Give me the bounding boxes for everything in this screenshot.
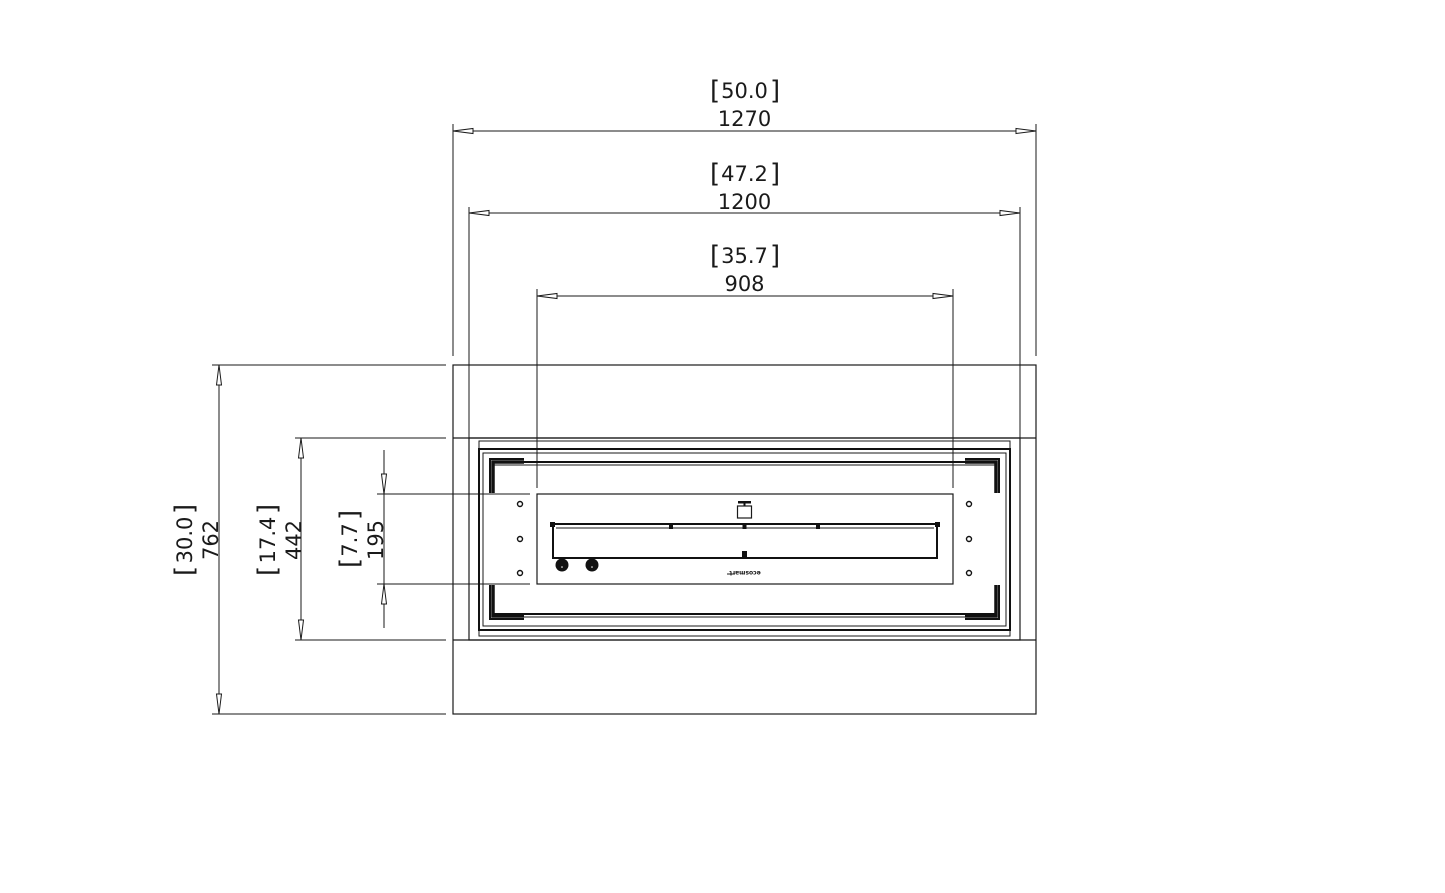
dimension-insert-depth: [ 17.4 ] 442	[253, 437, 446, 641]
arrow-up-icon	[297, 437, 305, 459]
dimension-burner-width: [ 35.7 ] 908	[536, 241, 954, 488]
dim-inches-label: 7.7	[338, 523, 362, 556]
corner-bracket-bottom-right	[965, 585, 1000, 620]
dim-inches-label: 50.0	[721, 79, 768, 103]
bracket-close: ]	[770, 76, 780, 106]
control-knob-icon	[585, 558, 599, 572]
dimension-burner-depth: [ 7.7 ] 195	[335, 450, 530, 628]
dim-mm-label: 762	[199, 520, 223, 560]
arrow-down-icon	[297, 619, 305, 641]
dim-mm-label: 1200	[718, 190, 771, 214]
bracket-close: ]	[170, 504, 200, 514]
bracket-close: ]	[253, 504, 283, 514]
svg-text:ecosmart: ecosmart	[729, 569, 761, 576]
dim-mm-label: 195	[364, 520, 388, 560]
arrow-right-icon	[999, 209, 1021, 217]
bracket-open: [	[335, 558, 365, 568]
dim-inches-label: 47.2	[721, 162, 768, 186]
control-knob-icon	[555, 558, 569, 572]
arrow-up-icon	[380, 583, 388, 605]
bracket-open: [	[710, 241, 720, 271]
dim-mm-label: 1270	[718, 107, 771, 131]
bracket-close: ]	[770, 159, 780, 189]
burner-unit: ecosmart	[536, 493, 954, 585]
dimension-overall-depth: [ 30.0 ] 762	[170, 364, 446, 715]
mounting-hole	[965, 500, 973, 508]
corner-bracket-top-left	[489, 458, 524, 493]
dim-inches-label: 30.0	[173, 517, 197, 564]
mounting-hole	[516, 500, 524, 508]
corner-bracket-bottom-left	[489, 585, 524, 620]
bracket-open: [	[170, 566, 200, 576]
dimension-inner-width: [ 47.2 ] 1200	[468, 159, 1021, 430]
bracket-open: [	[710, 159, 720, 189]
handle-icon	[736, 501, 753, 519]
dim-inches-label: 17.4	[256, 517, 280, 564]
table-outline	[452, 364, 1037, 715]
arrow-right-icon	[932, 292, 954, 300]
bracket-close: ]	[335, 510, 365, 520]
mounting-hole	[516, 569, 524, 577]
arrow-left-icon	[468, 209, 490, 217]
dim-mm-label: 908	[724, 272, 764, 296]
arrow-up-icon	[215, 364, 223, 386]
bracket-open: [	[710, 76, 720, 106]
arrow-right-icon	[1015, 127, 1037, 135]
fireplace-insert	[468, 437, 1021, 641]
mounting-hole	[516, 535, 524, 543]
bracket-open: [	[253, 566, 283, 576]
arrow-down-icon	[380, 473, 388, 495]
dim-inches-label: 35.7	[721, 244, 768, 268]
dim-mm-label: 442	[282, 520, 306, 560]
corner-bracket-top-right	[965, 458, 1000, 493]
mounting-hole	[965, 535, 973, 543]
arrow-left-icon	[536, 292, 558, 300]
arrow-left-icon	[452, 127, 474, 135]
arrow-down-icon	[215, 693, 223, 715]
dimension-overall-width: [ 50.0 ] 1270	[452, 76, 1037, 356]
brand-logo: ecosmart	[729, 569, 761, 576]
mounting-hole	[965, 569, 973, 577]
bracket-close: ]	[770, 241, 780, 271]
